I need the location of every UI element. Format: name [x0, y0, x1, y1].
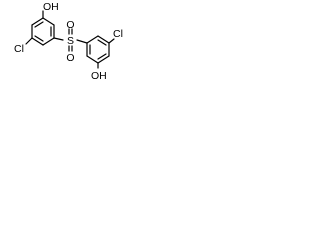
chlorine-left-label: Cl — [14, 43, 24, 55]
hydroxyl-bottom-label: OH — [91, 70, 107, 82]
right-benzene-ring — [86, 35, 110, 64]
left-benzene-ring — [31, 17, 55, 46]
chlorine-right-label: Cl — [113, 28, 123, 40]
sulfur-label: S — [67, 35, 74, 47]
oxygen-lower-label: O — [66, 52, 74, 64]
sulfonyl-bonds — [68, 28, 73, 52]
molecule-drawing: OH Cl S O O Cl OH — [14, 1, 123, 82]
substituent-bonds — [25, 10, 115, 69]
structure-diagram: OH Cl S O O Cl OH — [0, 0, 140, 82]
oxygen-upper-label: O — [66, 19, 74, 31]
hydroxyl-top-label: OH — [43, 1, 59, 13]
